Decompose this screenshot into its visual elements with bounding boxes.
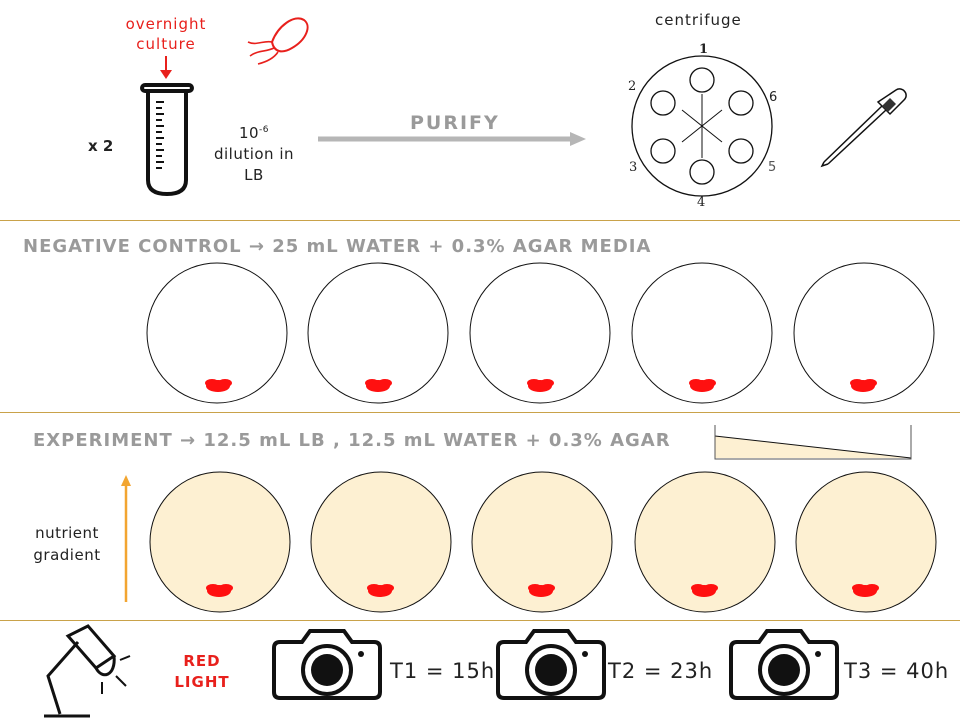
- red-light-line2: LIGHT: [174, 673, 230, 691]
- camera-icon-1: [272, 629, 382, 700]
- divider-bottom: [0, 620, 960, 621]
- divider-middle: [0, 412, 960, 413]
- gradient-wedge-icon: [714, 425, 912, 460]
- camera-icon-2: [496, 629, 606, 700]
- rotor-number-5: 5: [768, 160, 777, 175]
- experiment-plate-3: [471, 471, 613, 613]
- nutrient-gradient-arrow-icon: [121, 475, 131, 602]
- negative-plate-5: [793, 262, 935, 404]
- nutrient-label-line1: nutrient: [35, 524, 99, 542]
- purify-label: PURIFY: [410, 112, 500, 134]
- dilution-label: 10-6 dilution in LB: [200, 120, 308, 186]
- centrifuge-rotor-icon: [631, 55, 773, 197]
- overnight-culture-label: overnight culture: [110, 14, 222, 54]
- rotor-number-1: 1: [699, 42, 709, 57]
- culture-arrow-icon: [160, 56, 172, 79]
- dilution-line2: dilution in: [213, 145, 295, 163]
- dilution-power: 10-6: [238, 124, 270, 142]
- timepoint-2: T2 = 23h: [608, 659, 714, 683]
- timepoint-3: T3 = 40h: [844, 659, 950, 683]
- pipette-icon: [820, 88, 907, 168]
- timepoint-1: T1 = 15h: [390, 659, 496, 683]
- camera-icon-3: [729, 629, 839, 700]
- bacterium-icon: [247, 17, 309, 65]
- negative-plate-1: [146, 262, 288, 404]
- purify-arrow-icon: [318, 132, 586, 146]
- negative-plate-3: [469, 262, 611, 404]
- negative-plate-4: [631, 262, 773, 404]
- desk-lamp-icon: [44, 624, 131, 718]
- rotor-number-3: 3: [629, 160, 638, 175]
- nutrient-gradient-label: nutrient gradient: [22, 522, 112, 566]
- nutrient-label-line2: gradient: [33, 546, 101, 564]
- negative-control-heading: NEGATIVE CONTROL → 25 mL WATER + 0.3% AG…: [23, 236, 652, 257]
- rotor-number-6: 6: [769, 90, 778, 105]
- negative-plates: [146, 262, 935, 404]
- experiment-plate-4: [634, 471, 776, 613]
- experiment-heading: EXPERIMENT → 12.5 mL LB , 12.5 mL WATER …: [33, 430, 671, 451]
- dilution-line3: LB: [244, 166, 264, 184]
- multiplier-label: x 2: [88, 137, 114, 155]
- test-tube-icon: [140, 83, 194, 197]
- experiment-plate-1: [149, 471, 291, 613]
- red-light-line1: RED: [183, 652, 221, 670]
- centrifuge-label: centrifuge: [655, 11, 742, 29]
- negative-plate-2: [307, 262, 449, 404]
- experiment-plate-2: [310, 471, 452, 613]
- rotor-number-2: 2: [628, 79, 637, 94]
- rotor-number-4: 4: [697, 195, 706, 210]
- red-light-label: RED LIGHT: [165, 651, 239, 693]
- divider-top: [0, 220, 960, 221]
- overnight-label-line1: overnight: [125, 15, 207, 33]
- overnight-label-line2: culture: [136, 35, 196, 53]
- experiment-plates: [149, 471, 937, 613]
- experiment-plate-5: [795, 471, 937, 613]
